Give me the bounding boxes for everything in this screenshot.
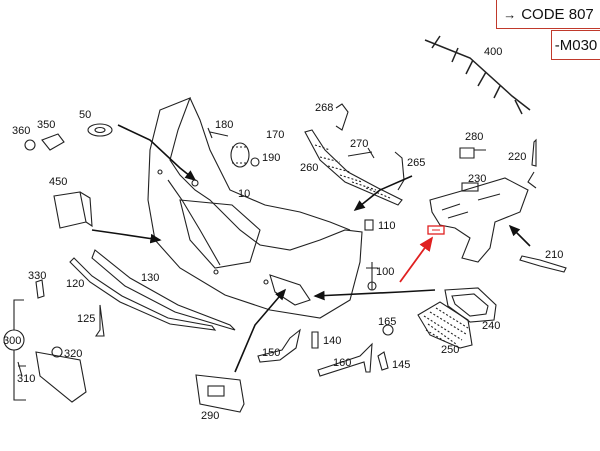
small-parts bbox=[3, 103, 486, 413]
upper-grille bbox=[304, 129, 403, 206]
callout-labels: 10 50 100 110 120 125 130 140 145 150 16… bbox=[3, 46, 563, 422]
callout-220: 220 bbox=[508, 151, 526, 163]
callout-120: 120 bbox=[66, 278, 84, 290]
callout-300: 300 bbox=[3, 335, 21, 347]
code-label: CODE 807 bbox=[521, 5, 594, 23]
callout-320: 320 bbox=[64, 348, 82, 360]
callout-145: 145 bbox=[392, 359, 410, 371]
callout-100: 100 bbox=[376, 266, 394, 278]
front-bumper bbox=[147, 97, 363, 319]
callout-268: 268 bbox=[315, 102, 333, 114]
side-bracket-200 bbox=[427, 177, 529, 263]
callout-270: 270 bbox=[350, 138, 368, 150]
callout-290: 290 bbox=[201, 410, 219, 422]
callout-50: 50 bbox=[79, 109, 91, 121]
callout-210: 210 bbox=[545, 249, 563, 261]
sensor-rod-220 bbox=[527, 138, 537, 189]
red-indicator bbox=[399, 236, 434, 283]
callout-10: 10 bbox=[238, 188, 250, 200]
callout-260: 260 bbox=[300, 162, 318, 174]
wiring-harness bbox=[424, 35, 531, 115]
callout-140: 140 bbox=[323, 335, 341, 347]
callout-190: 190 bbox=[262, 152, 280, 164]
callout-125: 125 bbox=[77, 313, 95, 325]
callout-110: 110 bbox=[378, 220, 396, 232]
callout-330: 330 bbox=[28, 270, 46, 282]
code-box: → CODE 807 bbox=[496, 0, 600, 29]
callout-130: 130 bbox=[141, 272, 159, 284]
callout-180: 180 bbox=[215, 119, 233, 131]
trim-strip-210 bbox=[519, 255, 567, 273]
arrow-icon: → bbox=[503, 6, 517, 22]
callout-165: 165 bbox=[378, 316, 396, 328]
callout-400: 400 bbox=[484, 46, 502, 58]
callout-170: 170 bbox=[266, 129, 284, 141]
callout-265: 265 bbox=[407, 157, 425, 169]
variant-label: -M030 bbox=[554, 36, 598, 54]
callout-310: 310 bbox=[17, 373, 35, 385]
callout-240: 240 bbox=[482, 320, 500, 332]
fog-frame-240 bbox=[444, 287, 497, 323]
callout-280: 280 bbox=[465, 131, 483, 143]
callout-350: 350 bbox=[37, 119, 55, 131]
lower-grille-250 bbox=[417, 301, 473, 349]
callout-150: 150 bbox=[262, 347, 280, 359]
callout-450: 450 bbox=[49, 176, 67, 188]
callout-230: 230 bbox=[468, 173, 486, 185]
callout-250: 250 bbox=[441, 344, 459, 356]
callout-160: 160 bbox=[333, 357, 351, 369]
callout-leaders bbox=[91, 124, 531, 373]
variant-box: -M030 bbox=[551, 30, 600, 60]
callout-360: 360 bbox=[12, 125, 30, 137]
